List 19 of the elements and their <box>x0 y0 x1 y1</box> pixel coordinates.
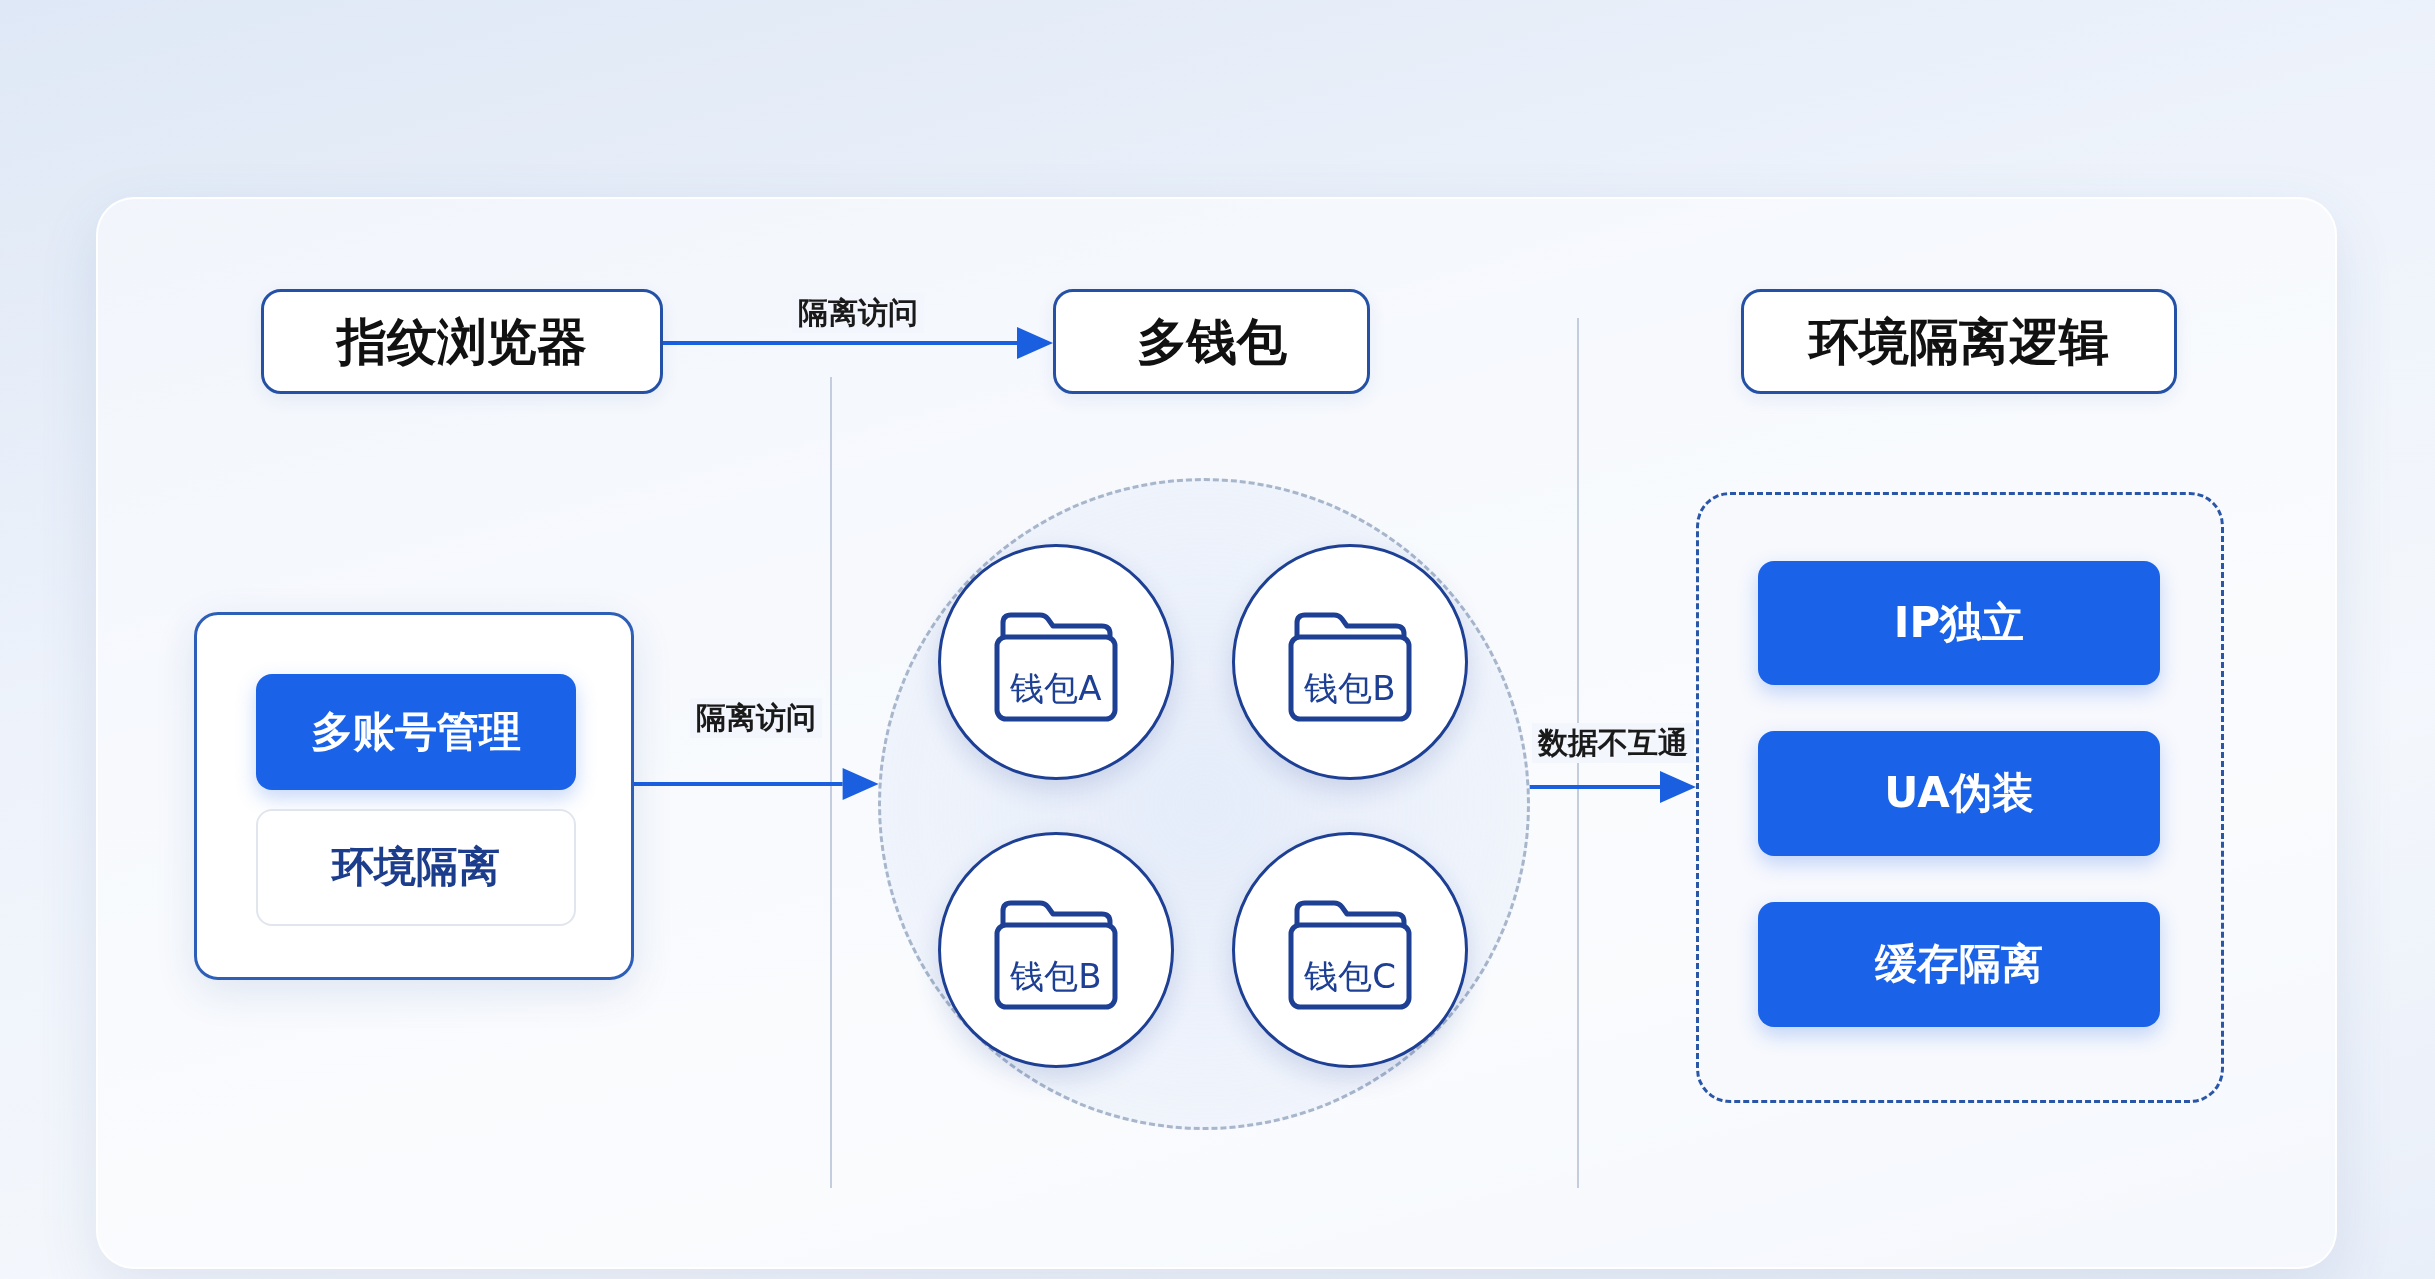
title-box: 多钱包 <box>1053 289 1370 394</box>
feature-box: 缓存隔离 <box>1758 902 2160 1027</box>
arrow <box>634 768 879 800</box>
group-card <box>194 612 634 980</box>
title-box: 指纹浏览器 <box>261 289 663 394</box>
wallet-label: 钱包C <box>1303 955 1397 998</box>
feature-box: 多账号管理 <box>256 674 576 790</box>
arrow <box>1529 771 1696 803</box>
wallet-label: 钱包B <box>1303 667 1397 710</box>
wallet-label: 钱包A <box>1009 667 1103 710</box>
feature-box: 环境隔离 <box>256 809 576 926</box>
title-box: 环境隔离逻辑 <box>1741 289 2177 394</box>
feature-box: IP独立 <box>1758 561 2160 685</box>
edge-label: 隔离访问 <box>690 698 823 738</box>
feature-box: UA伪装 <box>1758 731 2160 856</box>
arrow <box>663 327 1053 359</box>
wallet-label: 钱包B <box>1009 955 1103 998</box>
dashed-group-box <box>1696 492 2224 1103</box>
edge-label: 数据不互通 <box>1531 723 1694 763</box>
